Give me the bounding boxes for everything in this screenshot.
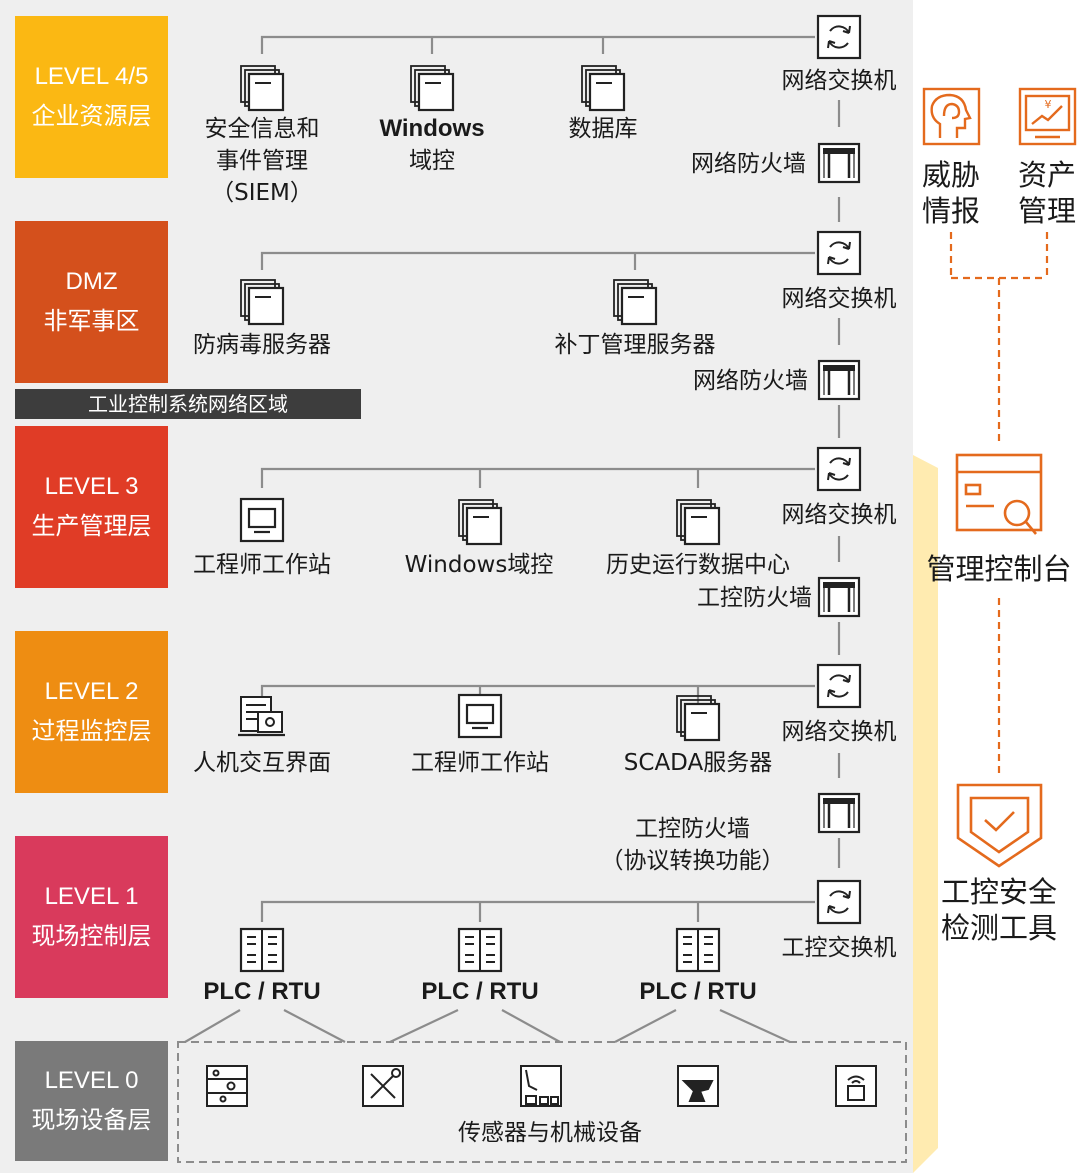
server-icon: [409, 64, 455, 112]
server-icon: [457, 498, 503, 546]
level-4-5-badge: LEVEL 4/5 企业资源层: [15, 16, 168, 178]
ics-detection-tool-label: 工控安全 检测工具: [922, 874, 1076, 946]
windows-line-1: Windows: [379, 115, 485, 142]
server-icon: [580, 64, 626, 112]
plc-rtu-label: PLC / RTU: [639, 978, 757, 1005]
ics-firewall-line-1: 工控防火墙: [635, 816, 750, 842]
firewall-icon: [817, 142, 861, 184]
server-icon: [239, 278, 285, 326]
windows-domain-label: Windows域控: [384, 549, 574, 581]
dmz-name: 非军事区: [43, 308, 140, 335]
hmi-icon: [238, 696, 285, 737]
management-console-label: 管理控制台: [926, 552, 1072, 586]
antivirus-server-label: 防病毒服务器: [193, 332, 331, 358]
level-1-name: 现场控制层: [31, 923, 152, 950]
switch-icon: [816, 14, 862, 60]
hmi-label: 人机交互界面: [193, 750, 331, 776]
patch-server-label: 补丁管理服务器: [554, 332, 716, 358]
switch-label: 网络交换机: [781, 68, 897, 94]
database-label: 数据库: [568, 116, 638, 142]
siem-line-2: 事件管理: [216, 148, 308, 174]
windows-line-2: 域控: [409, 148, 455, 174]
firewall-icon: [817, 792, 861, 834]
level-2-badge: LEVEL 2 过程监控层: [15, 631, 168, 793]
robot-arm-icon: [520, 1065, 562, 1107]
wireless-sensor-icon: [835, 1065, 877, 1107]
plc-icon: [675, 927, 721, 973]
server-icon: [675, 498, 721, 546]
threat-intel-icon: [922, 87, 981, 146]
ics-firewall-protocol-label: 工控防火墙 （协议转换功能）: [580, 813, 805, 877]
level-2-name: 过程监控层: [31, 718, 152, 745]
siem-line-1: 安全信息和: [204, 116, 320, 142]
firewall-icon: [817, 359, 861, 401]
firewall-label: 网络防火墙: [691, 151, 806, 177]
level-2-code: LEVEL 2: [44, 678, 139, 705]
level-1-code: LEVEL 1: [44, 883, 139, 910]
tools-icon: [362, 1065, 404, 1107]
siem-line-3: （SIEM）: [211, 180, 313, 206]
engineer-workstation-label: 工程师工作站: [193, 552, 331, 578]
windows-domain-text: Windows域控: [404, 552, 554, 578]
detector-line-2: 检测工具: [940, 911, 1057, 945]
level-0-badge: LEVEL 0 现场设备层: [15, 1041, 168, 1161]
switch-icon: [816, 663, 862, 709]
siem-label: 安全信息和 事件管理 （SIEM）: [182, 113, 342, 209]
asset-mgmt-line-2: 管理: [1017, 194, 1076, 228]
ics-firewall-line-2: （协议转换功能）: [600, 848, 785, 874]
server-icon: [612, 278, 658, 326]
dmz-badge: DMZ 非军事区: [15, 221, 168, 383]
switch-icon: [816, 879, 862, 925]
switch-icon: [816, 230, 862, 276]
plc-icon: [457, 927, 503, 973]
level-3-code: LEVEL 3: [44, 473, 139, 500]
historian-label: 历史运行数据中心: [606, 552, 790, 578]
dmz-code: DMZ: [65, 268, 118, 295]
level-3-name: 生产管理层: [31, 513, 152, 540]
ics-zone-banner: 工业控制系统网络区域: [15, 389, 361, 419]
asset-management-icon: ¥: [1018, 87, 1077, 146]
plc-rtu-label: PLC / RTU: [421, 978, 539, 1005]
level-3-badge: LEVEL 3 生产管理层: [15, 426, 168, 588]
svg-text:¥: ¥: [1045, 98, 1052, 111]
monitor-icon: [457, 693, 503, 739]
switch-icon: [816, 446, 862, 492]
threat-intel-line-2: 情报: [921, 194, 980, 228]
plc-rtu-label: PLC / RTU: [203, 978, 321, 1005]
scada-server-label: SCADA服务器: [623, 750, 773, 776]
asset-mgmt-line-1: 资产: [1017, 158, 1076, 192]
monitor-icon: [239, 497, 285, 543]
field-devices-area: [177, 1041, 907, 1163]
threat-intel-line-1: 威胁: [921, 158, 980, 192]
management-console-icon: [955, 453, 1043, 535]
level-0-name: 现场设备层: [31, 1107, 152, 1134]
switch-label: 网络交换机: [781, 502, 897, 528]
ics-firewall-label: 工控防火墙: [697, 585, 812, 611]
ics-detection-shield-icon: [956, 783, 1043, 868]
server-icon: [239, 64, 285, 112]
switch-label: 网络交换机: [781, 286, 897, 312]
level-4-5-name: 企业资源层: [31, 103, 152, 130]
control-panel-icon: [206, 1065, 248, 1107]
level-4-5-code: LEVEL 4/5: [34, 63, 149, 90]
sensors-machinery-label: 传感器与机械设备: [458, 1120, 642, 1146]
detector-line-1: 工控安全: [940, 875, 1057, 909]
firewall-label: 网络防火墙: [693, 368, 808, 394]
level-1-badge: LEVEL 1 现场控制层: [15, 836, 168, 998]
windows-domain-label: Windows 域控: [362, 113, 502, 177]
anvil-icon: [677, 1065, 719, 1107]
engineer-workstation-label: 工程师工作站: [411, 750, 549, 776]
firewall-icon: [817, 576, 861, 618]
ics-switch-label: 工控交换机: [781, 935, 897, 961]
asset-management-label: 资产 管理: [1002, 157, 1080, 229]
threat-intel-label: 威胁 情报: [906, 157, 996, 229]
switch-label: 网络交换机: [781, 719, 897, 745]
plc-icon: [239, 927, 285, 973]
level-0-code: LEVEL 0: [44, 1067, 139, 1094]
